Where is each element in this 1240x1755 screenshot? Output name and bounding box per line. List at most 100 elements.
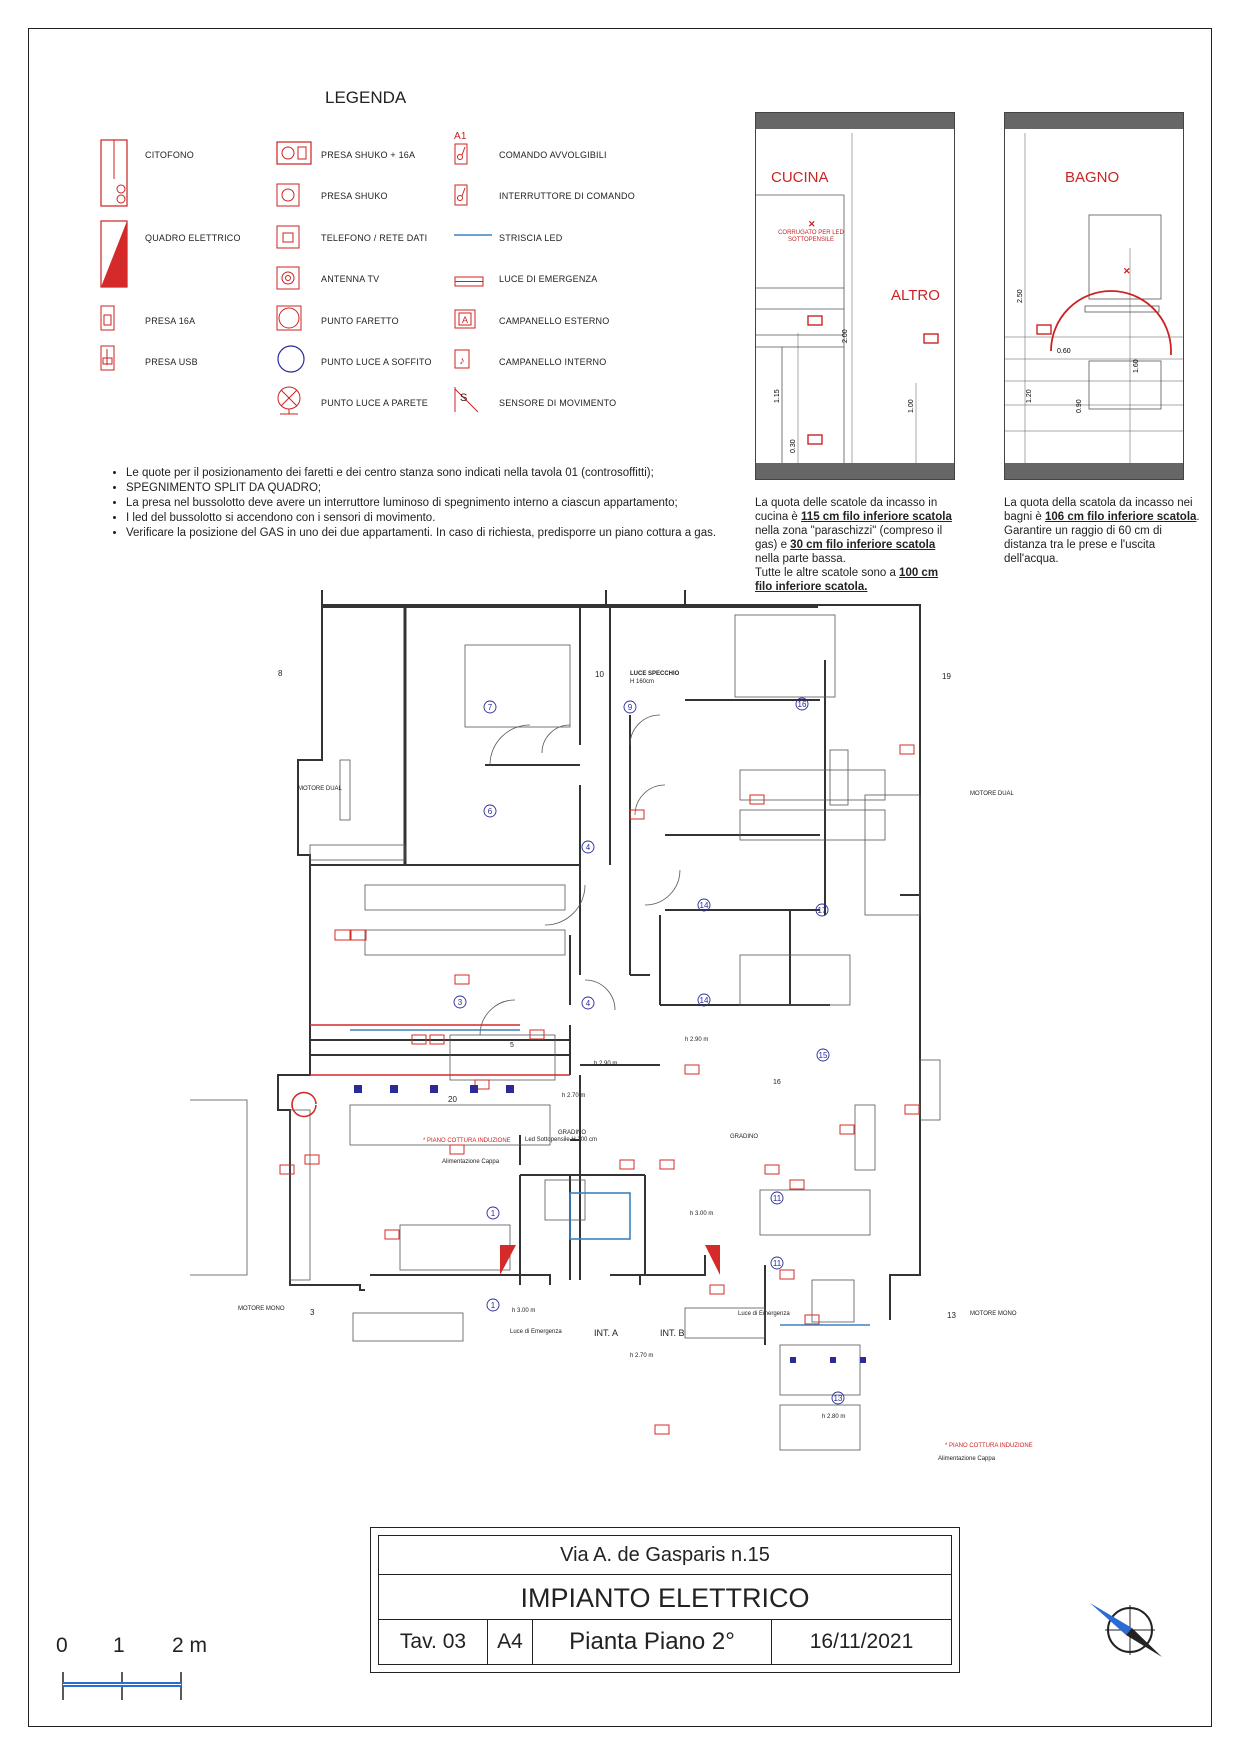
- height-label: h 2.70 m: [562, 1093, 585, 1099]
- device-number: 5: [510, 1042, 514, 1049]
- hood-label: Alimentazione Cappa: [938, 1456, 996, 1462]
- window-number: 19: [942, 672, 951, 681]
- phone-data-icon: [276, 225, 300, 249]
- device-number: 20: [448, 1095, 457, 1104]
- kitchen-caption: La quota delle scatole da incasso in cuc…: [755, 497, 952, 593]
- emergency-label: Luce di Emergenza: [510, 1329, 562, 1335]
- cooktop-label: * PIANO COTTURA INDUZIONE: [423, 1138, 511, 1144]
- legend-interruttore: INTERRUTTORE DI COMANDO: [499, 191, 635, 201]
- room-number: 9: [628, 703, 633, 712]
- room-number: 11: [773, 1194, 782, 1203]
- height-label: h 3.00 m: [512, 1308, 535, 1314]
- hood-label: Alimentazione Cappa: [442, 1159, 500, 1165]
- int-b-label: INT. B: [660, 1328, 685, 1338]
- legend-title: LEGENDA: [325, 88, 407, 107]
- device-number: 10: [595, 670, 604, 679]
- bath-caption: La quota della scatola da incasso nei ba…: [1004, 497, 1200, 565]
- bath-dim: 1.20: [1026, 389, 1033, 403]
- mirror-light-label: LUCE SPECCHIO: [630, 671, 680, 677]
- led-under-label: Led Sottopensile H 200 cm: [525, 1137, 597, 1143]
- room-number: 3: [458, 998, 463, 1007]
- int-a-label: INT. A: [594, 1328, 618, 1338]
- legend-citofono: CITOFONO: [145, 150, 194, 160]
- legend-shuko16: PRESA SHUKO + 16A: [321, 150, 416, 160]
- motor-label: MOTORE DUAL: [970, 791, 1015, 797]
- title-block: Via A. de Gasparis n.15 IMPIANTO ELETTRI…: [370, 1527, 960, 1673]
- mirror-light-height: H 160cm: [630, 679, 654, 685]
- legend-antenna: ANTENNA TV: [321, 274, 380, 284]
- legend-campanello-interno: CAMPANELLO INTERNO: [499, 357, 607, 367]
- note-item: Le quote per il posizionamento dei faret…: [126, 466, 766, 481]
- motor-label: MOTORE DUAL: [298, 786, 343, 792]
- scale-label: 2 m: [172, 1634, 208, 1657]
- height-label: h 2.90 m: [685, 1037, 708, 1043]
- legend-quadro: QUADRO ELETTRICO: [145, 233, 241, 243]
- height-label: h 2.70 m: [630, 1353, 653, 1359]
- legend-led: STRISCIA LED: [499, 233, 563, 243]
- room-number: 6: [488, 807, 493, 816]
- height-label: h 2.90 m: [594, 1061, 617, 1067]
- motor-label: MOTORE MONO: [970, 1311, 1017, 1317]
- legend-avvolgibili: COMANDO AVVOLGIBILI: [499, 150, 607, 160]
- bath-dim: 0.90: [1076, 399, 1083, 413]
- room-number: 4: [586, 843, 591, 852]
- scale-bar: [62, 1672, 182, 1700]
- socket-16a-icon: [100, 305, 115, 331]
- legend-usb: PRESA USB: [145, 357, 198, 367]
- legend-sensore: SENSORE DI MOVIMENTO: [499, 398, 617, 408]
- kitchen-dim: 2.00: [842, 329, 849, 343]
- step-label: GRADINO: [730, 1134, 758, 1140]
- cooktop-label: * PIANO COTTURA INDUZIONE: [945, 1443, 1033, 1449]
- notes-list: Le quote per il posizionamento dei faret…: [96, 466, 766, 541]
- window-number: 13: [947, 1311, 956, 1320]
- address: Via A. de Gasparis n.15: [379, 1536, 951, 1575]
- bath-elevation: ✕ 2.50 0.60 1.60 0.90 1.20 BAGNO: [1004, 112, 1184, 480]
- svg-text:✕: ✕: [1123, 266, 1131, 276]
- kitchen-dim: 1.00: [908, 399, 915, 413]
- bath-label: BAGNO: [1065, 169, 1120, 186]
- device-number: 16: [773, 1079, 781, 1086]
- sheet-number: Tav. 03: [379, 1620, 488, 1664]
- room-number: 17: [818, 906, 827, 915]
- window-number: 3: [310, 1308, 315, 1317]
- legend-shuko: PRESA SHUKO: [321, 191, 388, 201]
- svg-text:♪: ♪: [459, 355, 465, 367]
- floor-plan: 7 6 4 3 4 1 1 9 16 14 17 14 15 11 11 13 …: [190, 590, 1033, 1462]
- led-strip-icon: [454, 234, 492, 236]
- room-number: 16: [798, 700, 807, 709]
- legend-parete: PUNTO LUCE A PARETE: [321, 398, 428, 408]
- height-label: h 3.00 m: [690, 1211, 713, 1217]
- title-info-row: Tav. 03 A4 Pianta Piano 2° 16/11/2021: [379, 1620, 951, 1664]
- drawing-subject: Pianta Piano 2°: [533, 1620, 772, 1664]
- height-label: h 2.80 m: [822, 1414, 845, 1420]
- internal-bell-icon: ♪: [454, 349, 470, 369]
- note-item: Verificare la posizione del GAS in uno d…: [126, 526, 766, 541]
- room-number: 15: [819, 1051, 828, 1060]
- panel-icon: [100, 220, 128, 288]
- drawing-frame: [28, 28, 1212, 1727]
- room-number: 1: [491, 1301, 496, 1310]
- motor-label: MOTORE MONO: [238, 1306, 285, 1312]
- emergency-label: Luce di Emergenza: [738, 1311, 790, 1317]
- external-bell-mark: A: [462, 315, 468, 325]
- kitchen-dim: 1.15: [774, 389, 781, 403]
- legend-faretto: PUNTO FARETTO: [321, 316, 399, 326]
- switch-icon: [454, 184, 468, 206]
- north-arrow-icon: [1090, 1603, 1162, 1657]
- spotlight-icon: [276, 305, 302, 331]
- ceiling-light-icon: [277, 345, 305, 373]
- kitchen-elevation: ✕ 2.00 1.15 1.00 0.30 CUCINA ALTRO CORRU…: [755, 112, 955, 480]
- bath-dim: 0.60: [1057, 348, 1071, 355]
- room-number: 14: [700, 901, 709, 910]
- step-label: GRADINO: [558, 1130, 586, 1136]
- shuko-16a-icon: [276, 141, 312, 165]
- legend-presa16: PRESA 16A: [145, 316, 196, 326]
- motion-sensor-mark: S: [460, 392, 467, 404]
- motion-sensor-icon: S: [454, 387, 479, 413]
- drawing-date: 16/11/2021: [809, 1630, 914, 1653]
- room-number: 1: [491, 1209, 496, 1218]
- scale-label: 1: [113, 1634, 125, 1657]
- scale-label: 0: [56, 1634, 68, 1657]
- shuko-icon: [276, 183, 300, 207]
- note-item: La presa nel bussolotto deve avere un in…: [126, 496, 766, 511]
